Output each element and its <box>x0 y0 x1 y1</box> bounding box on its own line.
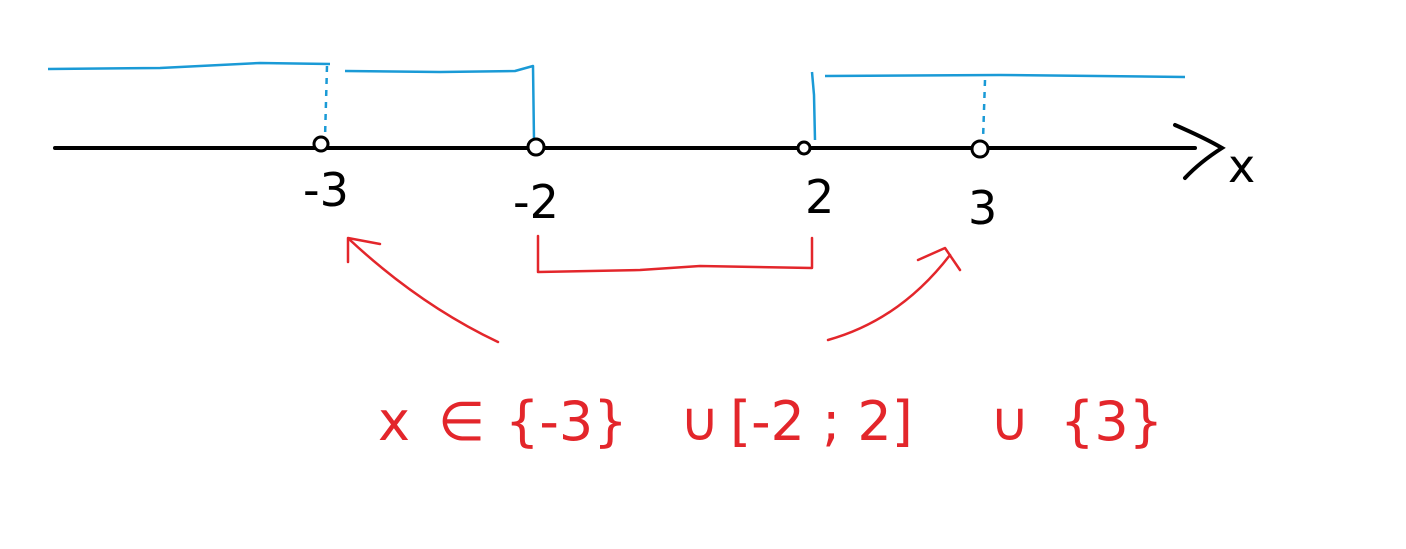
sign-curve-drop-minus3 <box>323 65 329 139</box>
sign-curve-left <box>47 61 331 71</box>
point-labels: -3 -2 2 3 <box>303 163 997 235</box>
axis-points <box>312 135 990 159</box>
axis-variable-label: x <box>1228 139 1255 193</box>
point-label: -3 <box>303 163 349 217</box>
answer-interval: [-2 ; 2] <box>730 390 913 453</box>
arrow-to-minus3-icon <box>348 238 500 344</box>
arrow-head-minus3-icon <box>346 236 382 264</box>
sign-curve-drop-3 <box>981 79 987 141</box>
point-2-marker <box>796 140 812 156</box>
arrow-to-3-icon <box>826 253 952 342</box>
answer-expression: x ∈ {-3} ∪ [-2 ; 2] ∪ {3} <box>378 390 1163 453</box>
answer-set-minus3: {-3} <box>505 390 628 453</box>
point-label: -2 <box>513 175 559 229</box>
point-3-marker <box>970 139 990 159</box>
point-label: 2 <box>805 170 834 224</box>
answer-union-1: ∪ <box>680 390 720 453</box>
answer-set-3: {3} <box>1060 390 1163 453</box>
number-axis: x <box>53 123 1255 193</box>
sign-curve <box>47 61 1186 141</box>
answer-union-2: ∪ <box>990 390 1030 453</box>
interval-bracket <box>536 234 814 274</box>
point-label: 3 <box>968 181 997 235</box>
point-minus2-marker <box>526 137 546 157</box>
sign-curve-rise-2 <box>810 71 817 141</box>
answer-element-of: ∈ <box>438 390 485 453</box>
solution-annotations <box>346 234 962 344</box>
sign-curve-right <box>824 73 1186 79</box>
point-minus3-marker <box>312 135 330 153</box>
answer-variable: x <box>378 390 410 453</box>
sign-curve-middle <box>344 64 536 141</box>
axis-arrow-icon <box>1173 123 1226 180</box>
arrow-head-3-icon <box>916 246 962 272</box>
